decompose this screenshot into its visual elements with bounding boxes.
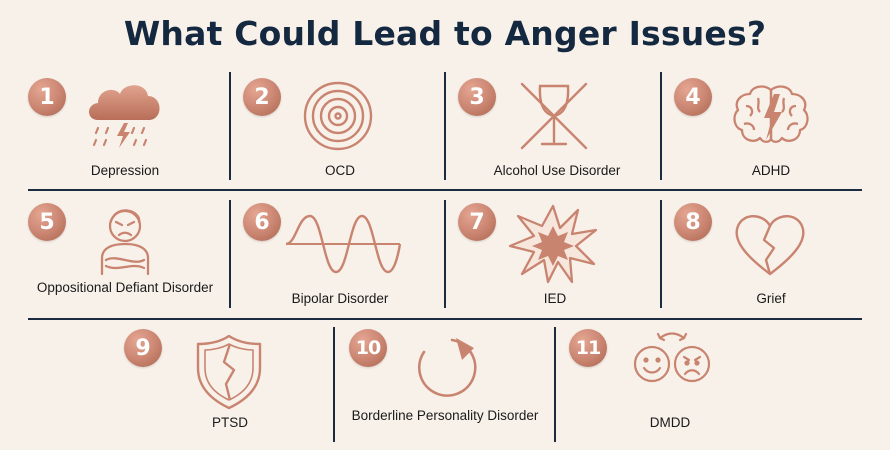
col-divider [660,200,662,308]
col-divider [444,200,446,308]
badge-2: 2 [243,78,281,116]
item-label: DMDD [649,415,691,430]
cracked-shield-icon [196,334,262,410]
item-label: PTSD [211,415,248,430]
badge-4: 4 [674,78,712,116]
item-label: ADHD [751,163,791,178]
badge-8: 8 [674,203,712,241]
badge-6: 6 [243,203,281,241]
row-divider-1 [28,189,862,191]
item-label: Grief [756,291,786,306]
storm-cloud-icon [89,85,160,148]
brain-lightning-icon [733,85,809,143]
badge-7: 7 [458,203,496,241]
item-label: Oppositional Defiant Disorder [36,280,214,295]
col-divider [444,72,446,180]
col-divider [554,327,556,442]
badge-1: 1 [28,78,66,116]
item-label: IED [543,291,567,306]
col-divider [229,72,231,180]
broken-heart-icon [735,215,805,276]
crossed-wine-glass-icon [520,82,588,150]
badge-3: 3 [458,78,496,116]
explosion-icon [508,204,598,284]
sine-wave-icon [285,214,402,274]
badge-10: 10 [349,329,387,367]
spiral-icon [303,81,373,151]
col-divider [660,72,662,180]
item-label: Borderline Personality Disorder [351,408,539,423]
item-label: Depression [90,163,160,178]
broken-circle-icon [417,338,477,397]
page-title: What Could Lead to Anger Issues? [123,14,767,53]
badge-11: 11 [569,329,607,367]
col-divider [229,200,231,308]
angry-person-icon [100,209,150,276]
row-divider-2 [28,318,862,320]
badge-5: 5 [28,203,66,241]
badge-9: 9 [124,329,162,367]
col-divider [333,327,335,442]
mood-swing-faces-icon [633,332,711,383]
item-label: OCD [325,163,355,178]
item-label: Alcohol Use Disorder [493,163,621,178]
item-label: Bipolar Disorder [291,291,389,306]
